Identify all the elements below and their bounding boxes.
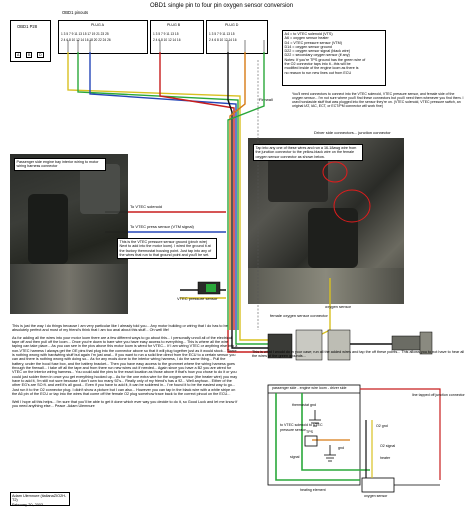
plug-d-bottom-pins: 2 4 6 8 10 12 14 16 — [209, 38, 237, 42]
pin-legend: A4 = to VTEC solenoid (VTS) A6 = oxygen … — [282, 30, 386, 86]
schematic-tps-label: TPS — [306, 430, 313, 434]
tap-note: Tap into any one of these wires and run … — [253, 144, 363, 161]
plug-b: PLUG B 1 3 5 7 9 11 13 15 2 4 6 8 10 12 … — [150, 20, 204, 54]
to-vtec-solenoid-label: To VTEC solenoid — [130, 204, 163, 209]
instructions-paragraph: As for adding all the wires into your mo… — [12, 335, 238, 397]
engine-loom-photo — [10, 154, 128, 314]
legend-line: the O2 connector taps into it...this wil… — [284, 62, 351, 67]
pinouts-label: OBD1 pinouts — [62, 10, 89, 15]
legend-line: D14 = oxygen sensor ground — [284, 44, 332, 49]
firewall-label: Firewall — [259, 97, 273, 102]
right-caption: This is what I would do in your case; ru… — [252, 350, 465, 359]
schematic-signal-label: signal — [290, 455, 300, 459]
schematic-o2sensor-label: oxygen sensor — [364, 494, 388, 498]
legend-line: A4 = to VTEC solenoid (VTS) — [284, 32, 333, 36]
ecu-label: OBD1 P28 — [17, 24, 38, 29]
schematic-vtec-label: to VTEC solenoid to VTEC pressure sensor — [280, 423, 323, 432]
schematic-heating-label: heating element — [300, 488, 326, 492]
vtec-ground-note: This is the VTEC pressure sensor ground … — [117, 238, 217, 260]
driver-side-photo — [248, 138, 404, 304]
instructions-paragraph: Well I hope all this helps... I'm sure t… — [12, 399, 238, 408]
ecu-pin-d: D — [37, 52, 44, 59]
passenger-loom-note: Passenger side engine bay interior wirin… — [14, 158, 106, 171]
legend-line: D22 = oxygen sensor signal (black wire) — [284, 49, 350, 54]
legend-line: no reason to run new lines out from ECU — [284, 70, 352, 75]
legend-line: modified inside of the engine loom as th… — [284, 66, 359, 71]
legend-line: Notes: If you're TPS ground has the gree… — [284, 57, 366, 62]
plug-a-top-pins: 1 3 5 7 9 11 13 15 17 19 21 23 25 — [61, 32, 109, 36]
plug-d: PLUG D 1 3 5 7 9 11 13 15 2 4 6 8 10 12 … — [206, 20, 268, 54]
plug-d-top-pins: 1 3 5 7 9 11 13 15 — [209, 32, 235, 36]
author: Adam Ulemnure (italianaZIO2H-T2) — [12, 494, 67, 503]
ecu-pin-a: A — [15, 52, 22, 59]
date: February 20, 2003 — [12, 502, 44, 507]
plug-b-top-pins: 1 3 5 7 9 11 13 15 — [153, 32, 179, 36]
legend-line: A6 = oxygen sensor heater — [284, 36, 329, 41]
connectors-note: You'll need connectors to connect into t… — [292, 92, 464, 109]
instructions-paragraph: This is just the way I do things because… — [12, 324, 228, 333]
oxygen-sensor-label: oxygen sensor — [325, 304, 352, 309]
plug-d-label: PLUG D — [225, 23, 239, 27]
legend-line: D22 = secondary oxygen sensor (if any) — [284, 53, 350, 58]
legend-line: D4 = VTEC pressure sensor (VTM) — [284, 40, 342, 45]
ecu-box: OBD1 P28 A B D — [10, 20, 51, 62]
schematic-thermostat-label: thermostat gnd — [292, 403, 316, 407]
driver-side-label: Driver side connectors... junction conne… — [314, 130, 391, 135]
schematic-gnd-label: gnd — [338, 446, 344, 450]
schematic-o2signal-label: O2 signal — [380, 444, 396, 448]
plug-b-bottom-pins: 2 4 6 8 10 12 14 16 — [153, 38, 181, 42]
vtec-pressure-sensor-label: VTEC pressure sensor — [177, 296, 218, 301]
plug-b-label: PLUG B — [167, 23, 181, 27]
schematic-loom-label: passenger side - engine wire loom - driv… — [272, 386, 347, 390]
diagram-title: OBD1 single pin to four pin oxygen senso… — [150, 3, 294, 9]
schematic-o2gnd-label: O2 gnd — [376, 424, 388, 428]
schematic-tapped-label: line tapped off junction connector — [412, 393, 465, 397]
schematic-heater-label: heater — [380, 456, 391, 460]
instructions-text: This is just the way I do things because… — [12, 324, 238, 411]
to-vtec-pressure-label: To VTEC press sensor (VTM signal) — [130, 224, 194, 229]
plug-a-bottom-pins: 2 4 6 8 10 12 14 16 18 20 22 24 26 — [61, 38, 111, 42]
female-o2-label: female oxygen sensor connector — [270, 313, 328, 318]
plug-a: PLUG A 1 3 5 7 9 11 13 15 17 19 21 23 25… — [58, 20, 148, 54]
credits-box: Adam Ulemnure (italianaZIO2H-T2) Februar… — [10, 492, 70, 507]
plug-a-label: PLUG A — [91, 23, 104, 27]
ecu-pin-b: B — [26, 52, 33, 59]
